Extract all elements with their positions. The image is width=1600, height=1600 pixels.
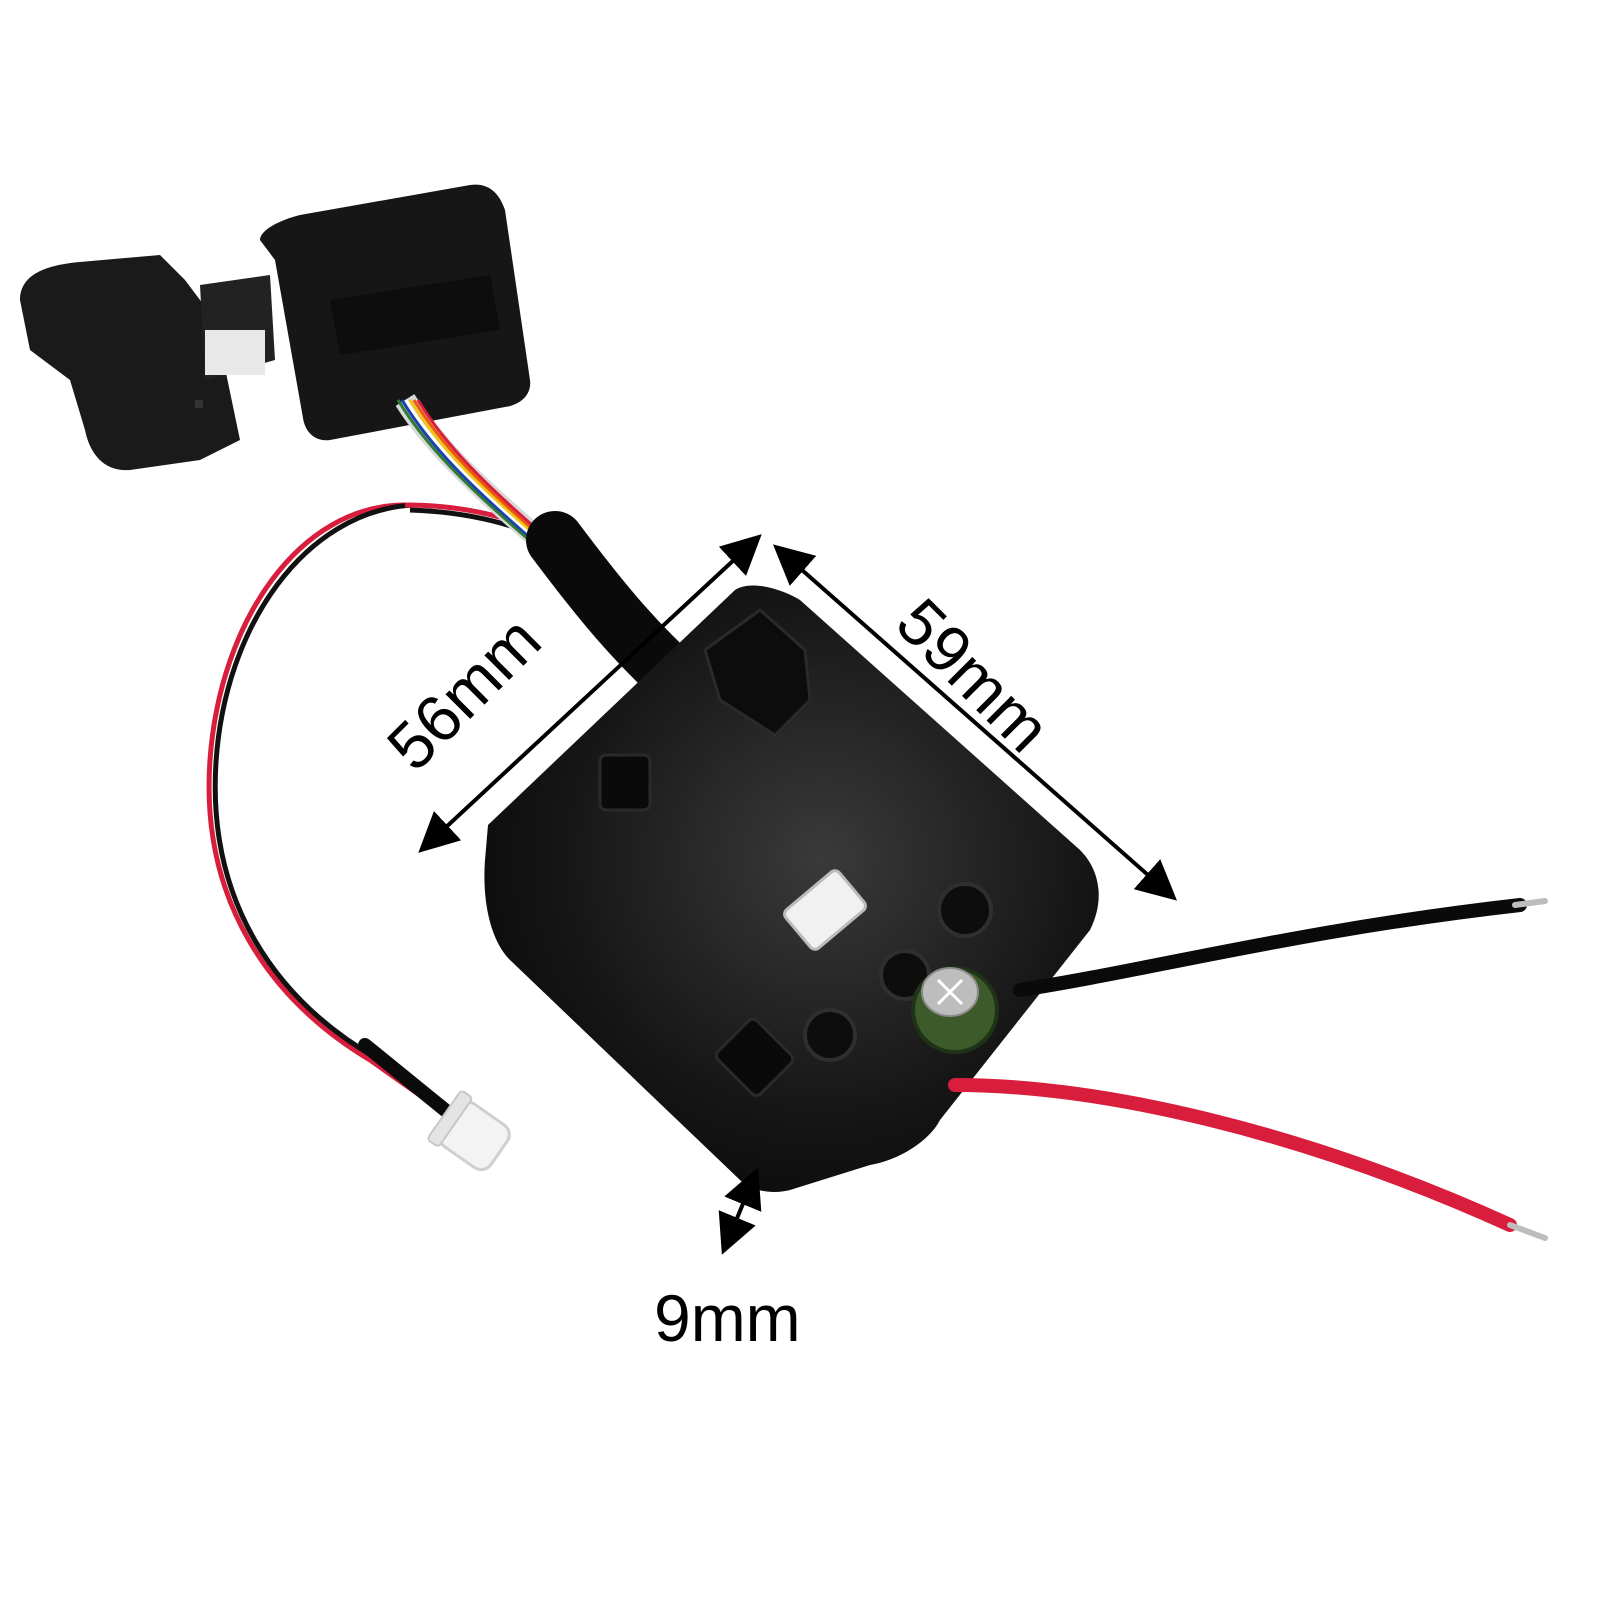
- thickness-dimension-label: 9mm: [654, 1281, 801, 1355]
- width-arrow: [418, 534, 762, 853]
- led-bulb: [427, 1090, 511, 1172]
- power-wires: [948, 898, 1548, 1241]
- dimension-arrows: [418, 534, 1178, 1255]
- length-arrow: [772, 544, 1178, 901]
- trigger-switch: [20, 184, 531, 471]
- led-wire: [206, 502, 562, 1123]
- capacitor: [911, 966, 999, 1054]
- thickness-arrow: [718, 1167, 762, 1255]
